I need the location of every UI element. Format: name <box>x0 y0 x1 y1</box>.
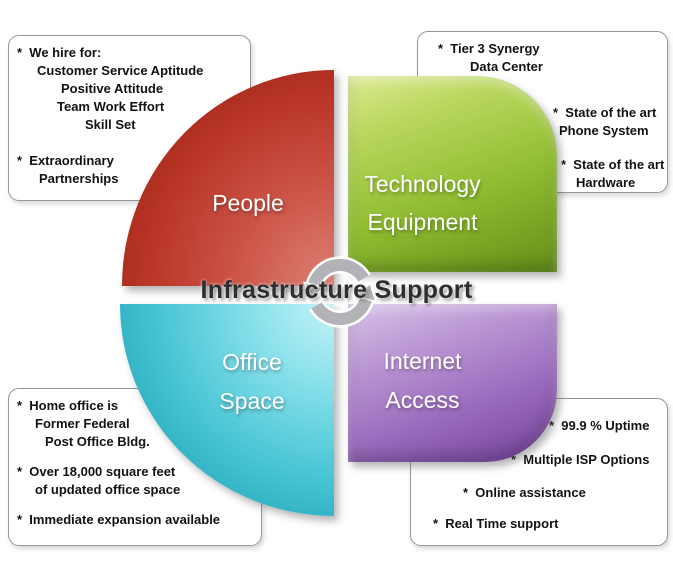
callout-line: * State of the art <box>561 157 665 172</box>
callout-line: * Over 18,000 square feet <box>17 464 176 479</box>
callout-line: * Immediate expansion available <box>17 512 221 527</box>
quadrant-label-people: People <box>122 184 334 222</box>
callout-line: Team Work Effort <box>57 99 165 114</box>
callout-line: * Online assistance <box>463 485 586 500</box>
callout-line: Hardware <box>576 175 636 190</box>
callout-line: Data Center <box>470 59 543 74</box>
callout-line: Former Federal <box>35 416 130 431</box>
quadrant-label-line: Equipment <box>367 209 478 235</box>
quadrant-label-line: Space <box>219 388 285 414</box>
quadrant-label-technology: Technology Equipment <box>348 165 557 241</box>
callout-line: * We hire for: <box>17 45 102 60</box>
quadrant-technology: Technology Equipment <box>348 76 557 272</box>
callout-line: * Tier 3 Synergy <box>438 41 540 56</box>
quadrant-label-line: People <box>212 190 284 216</box>
callout-line: Phone System <box>559 123 649 138</box>
callout-line: Post Office Bldg. <box>45 434 150 449</box>
callout-line: Positive Attitude <box>61 81 164 96</box>
callout-line: * Home office is <box>17 398 119 413</box>
callout-line: * Real Time support <box>433 516 559 531</box>
callout-line: of updated office space <box>35 482 181 497</box>
callout-line: * Extraordinary <box>17 153 114 168</box>
callout-line: * 99.9 % Uptime <box>549 418 650 433</box>
callout-line: Customer Service Aptitude <box>37 63 204 78</box>
callout-line: Partnerships <box>39 171 119 186</box>
quadrant-label-line: Internet <box>383 348 462 374</box>
quadrant-label-line: Office <box>222 349 282 375</box>
callout-line: * Multiple ISP Options <box>511 452 650 467</box>
callout-line: * State of the art <box>553 105 657 120</box>
diagram-title: Infrastructure Support <box>200 276 473 304</box>
quadrant-internet: Internet Access <box>348 304 557 462</box>
cycle-arrows-icon <box>298 250 382 339</box>
quadrant-label-office: Office Space <box>120 343 334 421</box>
quadrant-label-internet: Internet Access <box>348 342 557 420</box>
quadrant-label-line: Technology <box>364 171 481 197</box>
quadrant-label-line: Access <box>385 387 460 413</box>
callout-line: Skill Set <box>85 117 136 132</box>
